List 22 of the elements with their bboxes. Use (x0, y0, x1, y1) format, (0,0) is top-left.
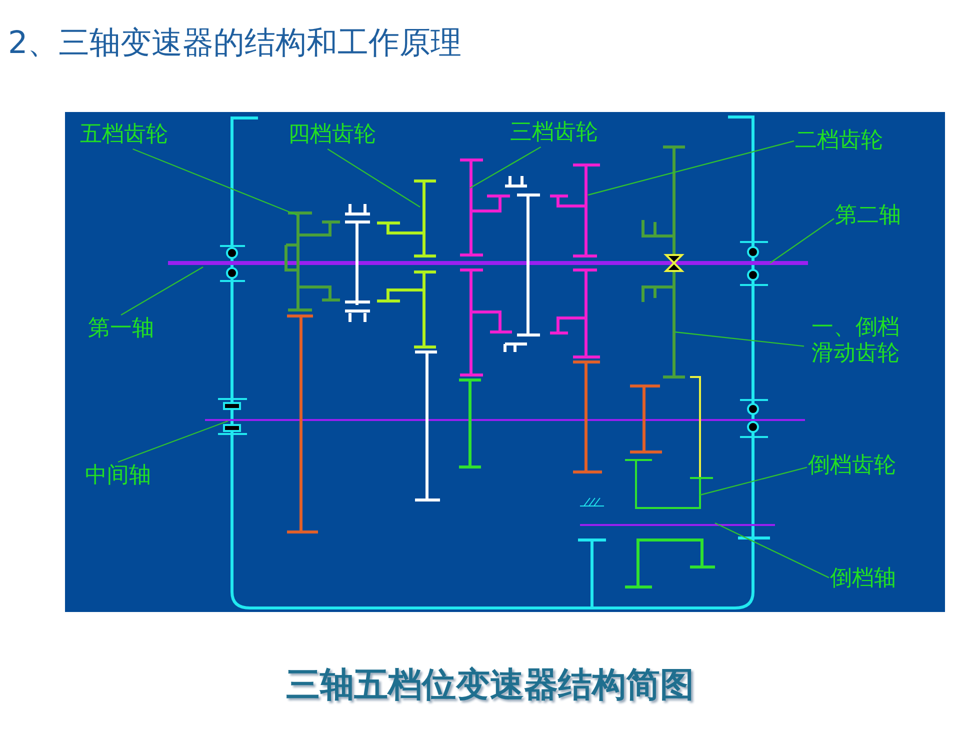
part-label: 三档齿轮 (510, 120, 598, 146)
leader-line (120, 266, 204, 316)
leader-line (588, 140, 794, 196)
leader-line (132, 148, 298, 216)
part-label: 倒档齿轮 (808, 453, 896, 479)
leader-line (700, 466, 808, 496)
part-label: 中间轴 (85, 463, 151, 489)
leader-line (470, 146, 542, 189)
leader-line (674, 331, 804, 347)
leader-line (770, 218, 834, 264)
leader-line (714, 522, 830, 578)
part-label: 二档齿轮 (795, 128, 883, 154)
part-label: 五档齿轮 (80, 122, 168, 148)
part-label: 倒档轴 (830, 566, 896, 592)
leader-line (327, 148, 420, 208)
part-label: 第一轴 (88, 316, 154, 342)
slide-title: 2、三轴变速器的结构和工作原理 (8, 24, 462, 63)
leader-line (118, 420, 228, 463)
diagram-caption: 三轴五档位变速器结构简图 (286, 665, 694, 705)
part-label: 四档齿轮 (288, 122, 376, 148)
part-label: 一、倒档滑动齿轮 (805, 315, 900, 367)
part-label: 第二轴 (835, 203, 901, 229)
